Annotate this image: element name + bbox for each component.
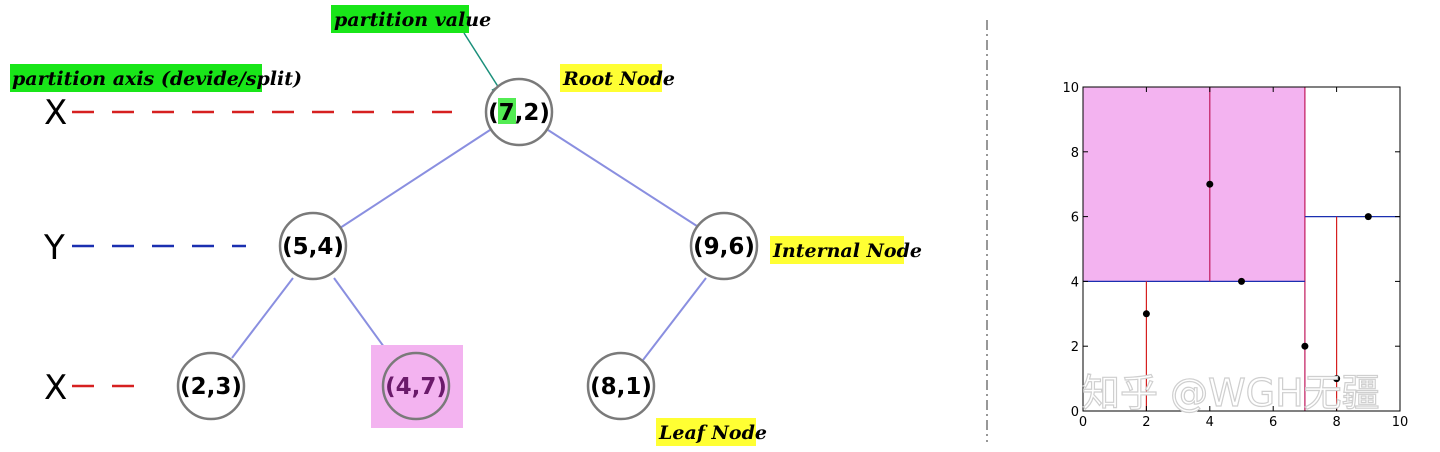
tree-node-left-right: (4,7) <box>381 351 451 421</box>
x-tick-label: 2 <box>1142 415 1150 430</box>
node-label: (8,1) <box>590 374 652 400</box>
level-axis-lines <box>72 110 452 388</box>
y-tick-label: 4 <box>1071 275 1079 290</box>
node-circle <box>586 351 656 421</box>
node-label: (5,4) <box>282 234 344 260</box>
tree-edges <box>231 129 707 361</box>
highlight-region <box>1083 87 1305 282</box>
level-0-axis-label: X <box>44 93 67 133</box>
node-4-7-highlight <box>371 345 463 428</box>
node-circle <box>484 77 554 147</box>
x-tick-label: 6 <box>1269 415 1277 430</box>
edge-root-right <box>547 129 701 229</box>
node-circle <box>176 351 246 421</box>
tree-node-left: (5,4) <box>278 211 348 281</box>
y-tick-label: 6 <box>1071 211 1079 226</box>
tree-node-root: (7,2) <box>484 77 554 147</box>
kd-partition-plot: 0 2 4 6 8 10 0 2 4 6 8 10 <box>1062 81 1408 430</box>
node-label: (4,7) <box>385 374 447 400</box>
tree-node-right-left: (8,1) <box>586 351 656 421</box>
partition-axis-highlight <box>10 64 262 92</box>
plot-frame <box>1082 86 1401 412</box>
edge-root-left <box>339 129 491 229</box>
data-point-2-3 <box>1142 310 1150 318</box>
data-point-5-4 <box>1238 277 1245 285</box>
y-tick-label: 0 <box>1071 405 1079 420</box>
data-point-7-2 <box>1301 342 1309 350</box>
x-tick-label: 10 <box>1392 415 1409 430</box>
y-tick-label: 2 <box>1071 340 1079 355</box>
y-tick-label: 10 <box>1062 81 1079 96</box>
root-node-label: Root Node <box>562 68 675 90</box>
edge-left-leftleft <box>231 277 294 359</box>
leaf-node-label: Leaf Node <box>658 422 767 444</box>
node-circle <box>381 351 451 421</box>
root-partition-highlight <box>498 98 516 124</box>
x-tick-label: 4 <box>1206 415 1214 430</box>
watermark: 知乎 @WGH无疆 <box>1082 371 1380 415</box>
node-label: (7,2) <box>488 100 550 126</box>
node-label: (2,3) <box>180 374 242 400</box>
x-tick-label: 0 <box>1079 415 1087 430</box>
tree-node-right: (9,6) <box>689 211 759 281</box>
partition-value-highlight <box>331 5 469 33</box>
tree-node-left-left: (2,3) <box>176 351 246 421</box>
level-2-axis-label: X <box>44 368 67 408</box>
data-point-4-7 <box>1206 180 1214 188</box>
edge-left-leftright <box>333 277 393 359</box>
data-point-9-6 <box>1364 213 1372 221</box>
partition-axis-label: partition axis (devide/split) <box>12 68 302 90</box>
level-1-axis-label: Y <box>43 228 65 268</box>
root-node-highlight <box>560 64 662 92</box>
node-circle <box>278 211 348 281</box>
x-tick-label: 8 <box>1332 415 1340 430</box>
data-point-8-1 <box>1333 375 1341 383</box>
node-circle <box>689 211 759 281</box>
y-tick-label: 8 <box>1071 146 1079 161</box>
node-label: (9,6) <box>693 234 755 260</box>
partition-value-label: partition value <box>334 9 491 31</box>
internal-node-label: Internal Node <box>772 240 922 262</box>
points-layer <box>1142 180 1372 383</box>
highlight-region-layer <box>1083 87 1305 282</box>
ticks-layer: 0 2 4 6 8 10 0 2 4 6 8 10 <box>1062 81 1408 430</box>
edge-right-rightleft <box>642 277 707 361</box>
leaf-node-highlight <box>656 418 756 446</box>
internal-node-highlight <box>770 236 904 264</box>
